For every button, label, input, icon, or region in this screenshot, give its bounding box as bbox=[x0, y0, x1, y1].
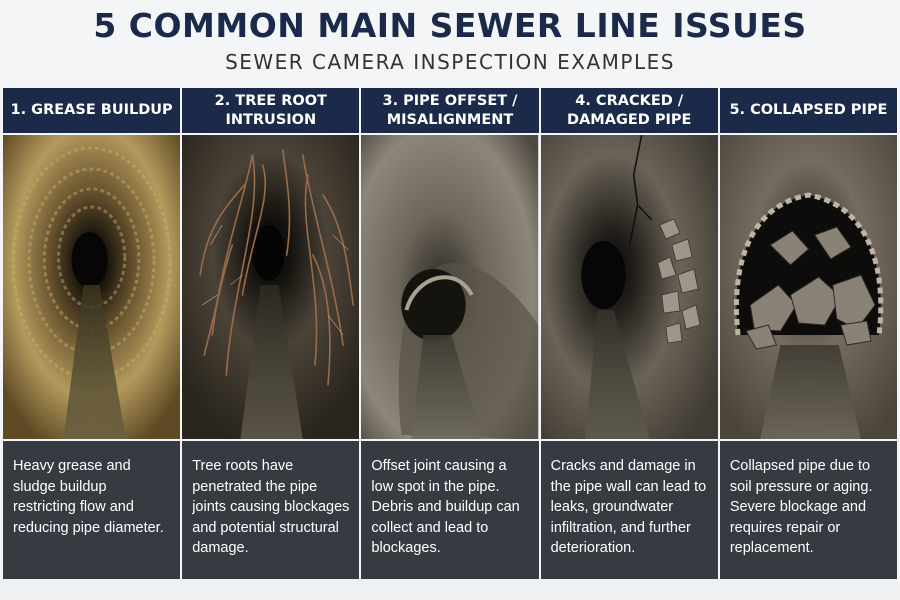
issue-panel-grease: 1. GREASE BUILDUP bbox=[3, 88, 181, 579]
issue-panel-cracked: 4. CRACKED / DAMAGED PIPE bbox=[540, 88, 718, 579]
panel-heading: 3. PIPE OFFSET / MISALIGNMENT bbox=[361, 88, 539, 133]
offset-pipe-image bbox=[361, 135, 539, 439]
footer-strip bbox=[0, 579, 900, 600]
issue-panel-roots: 2. TREE ROOT INTRUSION bbox=[182, 88, 360, 579]
issue-panel-offset: 3. PIPE OFFSET / MISALIGNMENT bbox=[361, 88, 539, 579]
panel-description: Heavy grease and sludge buildup restrict… bbox=[3, 441, 181, 579]
panel-heading: 2. TREE ROOT INTRUSION bbox=[182, 88, 360, 133]
issue-panel-collapsed: 5. COLLAPSED PIPE bbox=[719, 88, 898, 579]
roots-pipe-image bbox=[182, 135, 360, 439]
page-title: 5 COMMON MAIN SEWER LINE ISSUES bbox=[93, 6, 807, 45]
cracked-pipe-image bbox=[540, 135, 718, 439]
panel-heading: 4. CRACKED / DAMAGED PIPE bbox=[540, 88, 718, 133]
panel-description: Tree roots have penetrated the pipe join… bbox=[182, 441, 360, 579]
panel-description: Cracks and damage in the pipe wall can l… bbox=[540, 441, 718, 579]
collapsed-pipe-image bbox=[719, 135, 898, 439]
panel-heading: 5. COLLAPSED PIPE bbox=[719, 88, 898, 133]
panel-description: Collapsed pipe due to soil pressure or a… bbox=[719, 441, 898, 579]
grease-pipe-image bbox=[3, 135, 181, 439]
issue-panels: 1. GREASE BUILDUP bbox=[3, 88, 898, 579]
panel-heading: 1. GREASE BUILDUP bbox=[3, 88, 181, 133]
page-subtitle: SEWER CAMERA INSPECTION EXAMPLES bbox=[225, 50, 675, 74]
panel-description: Offset joint causing a low spot in the p… bbox=[361, 441, 539, 579]
